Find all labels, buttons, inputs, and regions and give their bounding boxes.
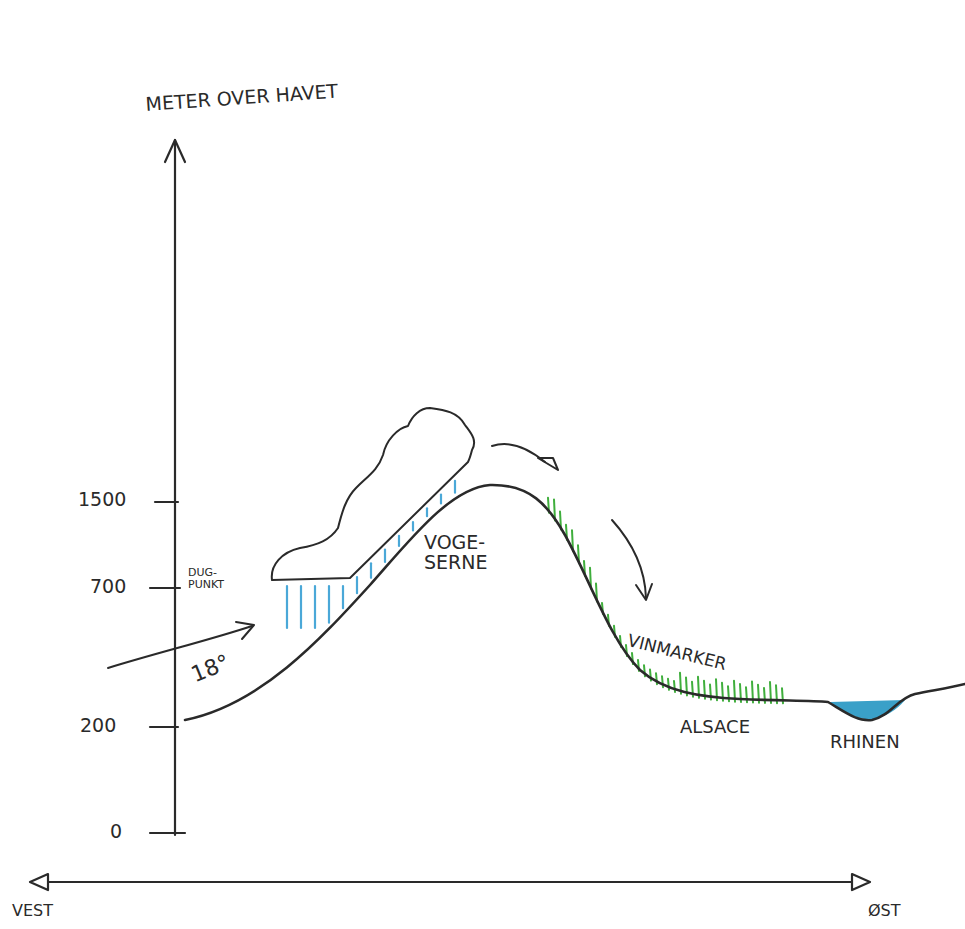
axis-arrowhead bbox=[852, 874, 870, 890]
rain-hatch bbox=[384, 550, 386, 562]
region-name: ALSACE bbox=[680, 718, 750, 737]
rain-hatch bbox=[412, 522, 414, 530]
rain-hatch bbox=[356, 577, 358, 593]
arrowhead bbox=[636, 584, 652, 600]
rain-hatch bbox=[370, 563, 372, 578]
rain-hatch bbox=[454, 481, 456, 493]
direction-label: VEST bbox=[12, 903, 53, 920]
vineyard-label: VINMARKER bbox=[626, 632, 728, 674]
tick-label: 0 bbox=[110, 822, 122, 842]
mountain-name: VOGE- SERNE bbox=[424, 533, 514, 573]
tick bbox=[150, 726, 178, 728]
arrowhead bbox=[236, 622, 254, 639]
height-axis bbox=[174, 140, 176, 835]
tick bbox=[150, 587, 180, 589]
wind-arrow bbox=[492, 444, 545, 462]
tick-label: 200 bbox=[80, 716, 116, 736]
mountain-profile bbox=[185, 485, 965, 720]
rain-hatch bbox=[440, 495, 442, 504]
rain-hatch bbox=[426, 508, 428, 516]
temperature-label: 18° bbox=[188, 650, 233, 686]
dew-point-label: DUG- PUNKT bbox=[188, 567, 248, 590]
wind-arrow bbox=[108, 626, 252, 668]
direction-axis bbox=[48, 881, 852, 883]
tick-label: 1500 bbox=[78, 490, 126, 510]
axis-arrowhead bbox=[30, 874, 48, 890]
rain-hatch bbox=[314, 586, 316, 628]
rain-hatch bbox=[286, 586, 288, 628]
direction-label: ØST bbox=[868, 903, 901, 920]
axis-arrowhead bbox=[165, 140, 185, 162]
rain-hatch bbox=[300, 586, 302, 628]
river-name: RHINEN bbox=[830, 733, 900, 752]
rain-hatch bbox=[398, 536, 400, 546]
tick bbox=[150, 832, 185, 834]
tick bbox=[155, 501, 178, 503]
wind-arrow bbox=[612, 520, 646, 598]
rain-hatch bbox=[342, 586, 344, 608]
tick-label: 700 bbox=[90, 577, 126, 597]
axis-title: METER OVER HAVET bbox=[145, 82, 339, 115]
arrowhead bbox=[538, 458, 558, 470]
rain-hatch bbox=[328, 586, 330, 623]
